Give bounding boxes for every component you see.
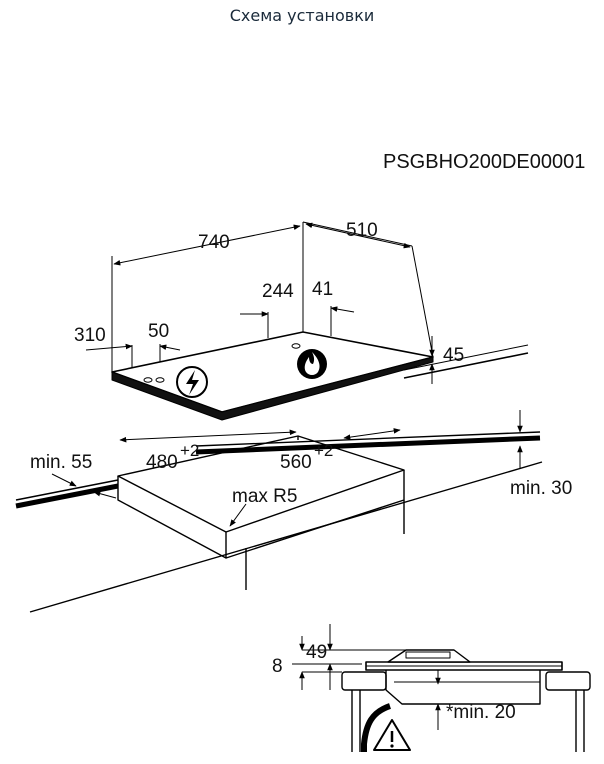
dim-min55: min. 55 <box>30 452 92 473</box>
dim-560: 560 <box>280 452 312 473</box>
dim-740: 740 <box>198 232 230 253</box>
electric-connection-icon <box>176 366 208 398</box>
dim-50: 50 <box>148 321 169 342</box>
dim-49: 49 <box>306 642 327 663</box>
dim-min20: *min. 20 <box>446 702 516 723</box>
dim-8: 8 <box>272 656 283 677</box>
dim-min30: min. 30 <box>510 478 572 499</box>
dim-244: 244 <box>262 281 294 302</box>
cutout-outline <box>117 435 405 559</box>
worktop <box>15 344 543 613</box>
dim-45: 45 <box>443 345 464 366</box>
dim-480: 480 <box>146 452 178 473</box>
connection-points <box>143 343 301 383</box>
dim-560-tolerance: +2 <box>314 441 333 460</box>
dim-max-r5: max R5 <box>232 486 297 507</box>
dimension-lines <box>85 222 435 384</box>
section-detail <box>341 649 591 752</box>
gas-connection-icon <box>297 349 327 379</box>
warning-icon <box>373 719 411 751</box>
dim-41: 41 <box>312 279 333 300</box>
dim-310: 310 <box>74 325 106 346</box>
section-dimension-lines <box>292 624 446 730</box>
page-title: Схема установки <box>229 6 375 25</box>
dim-510: 510 <box>346 220 378 241</box>
model-code: PSGBHO200DE00001 <box>383 151 585 173</box>
cutout-dimension-lines <box>51 410 523 527</box>
dim-480-tolerance: +2 <box>180 441 199 460</box>
